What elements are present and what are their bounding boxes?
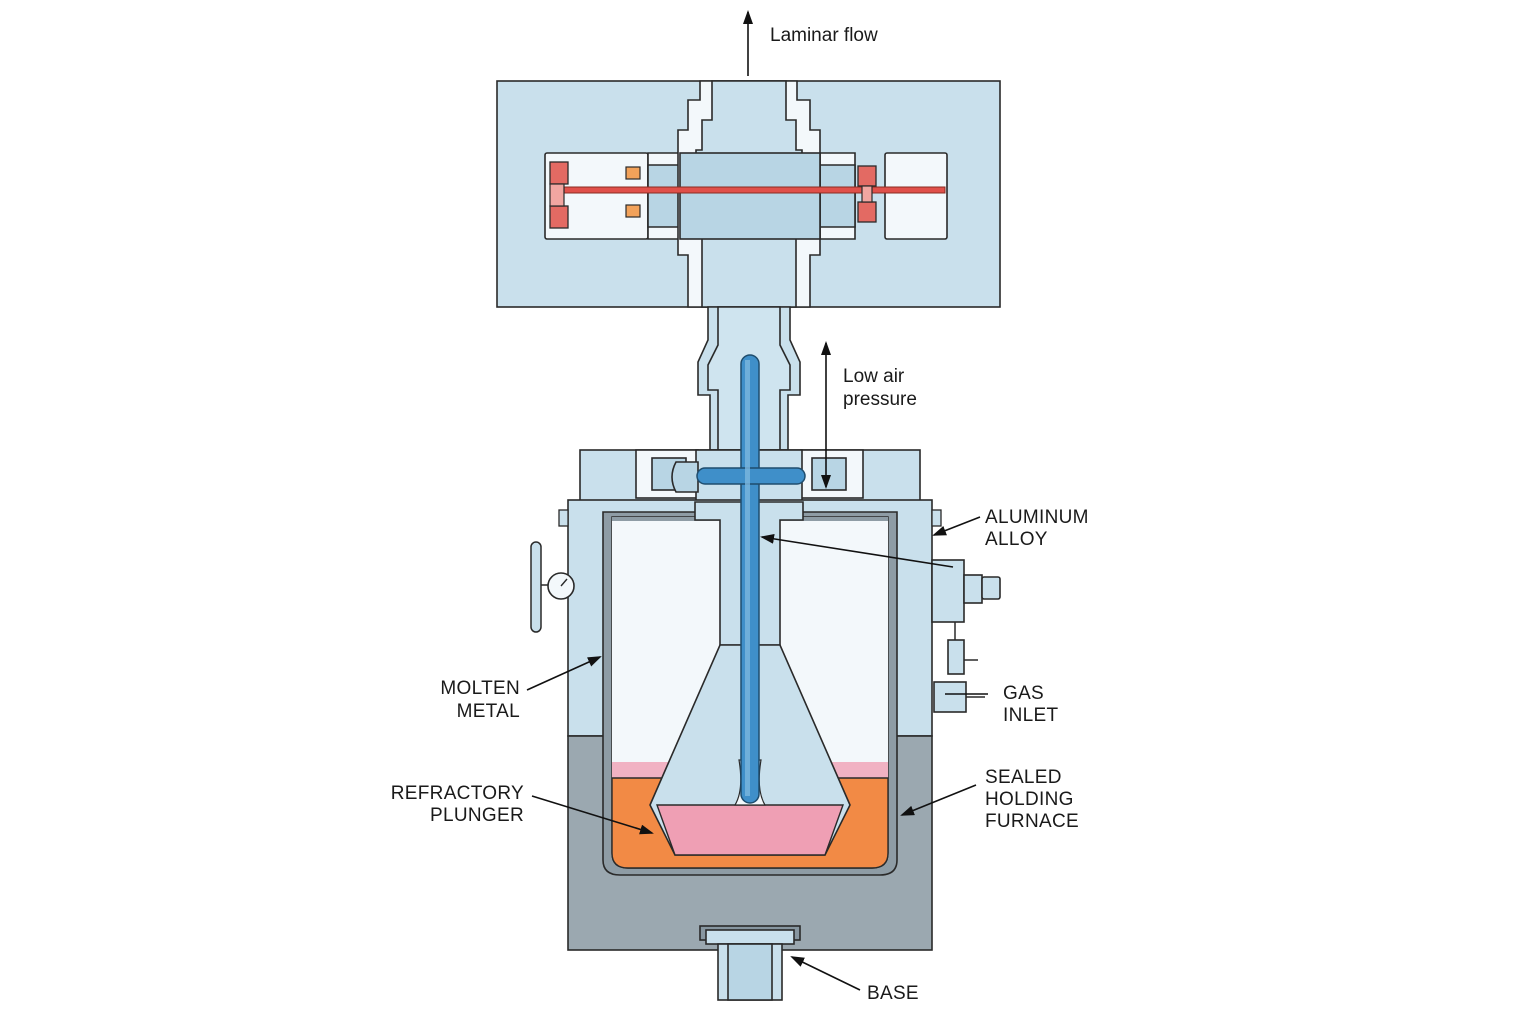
aluminum-alloy-arrow <box>932 516 981 536</box>
upper-die-block <box>496 80 1001 308</box>
label-sealed: SEALED <box>985 767 1062 788</box>
label-molten: MOLTEN <box>440 678 520 699</box>
label-low-air: Low air <box>843 366 905 387</box>
annotation-arrows <box>526 10 988 991</box>
label-furnace: FURNACE <box>985 811 1079 832</box>
label-alloy: ALLOY <box>985 529 1048 550</box>
gas-inlet-valve-assembly <box>931 559 1001 713</box>
aluminum-alloy-inner-arrow <box>760 533 954 568</box>
label-holding: HOLDING <box>985 789 1074 810</box>
base-post <box>705 929 795 1001</box>
label-plunger: PLUNGER <box>430 805 524 826</box>
label-aluminum: ALUMINUM <box>985 507 1089 528</box>
label-refractory: REFRACTORY <box>391 783 524 804</box>
label-inlet: INLET <box>1003 705 1058 726</box>
pressure-gauge <box>530 509 942 633</box>
molten-metal-arrow <box>526 656 602 691</box>
riser-tube <box>696 354 806 804</box>
plunger-pink-base <box>656 804 844 856</box>
label-laminar-flow: Laminar flow <box>770 25 878 46</box>
label-gas: GAS <box>1003 683 1044 704</box>
label-metal: METAL <box>457 701 520 722</box>
label-base: BASE <box>867 983 919 1004</box>
heater-rod <box>559 186 946 194</box>
base-arrow <box>790 956 861 991</box>
sealed-furnace-arrow <box>900 784 977 816</box>
label-pressure: pressure <box>843 389 917 410</box>
refractory-plunger-arrow <box>531 795 654 835</box>
